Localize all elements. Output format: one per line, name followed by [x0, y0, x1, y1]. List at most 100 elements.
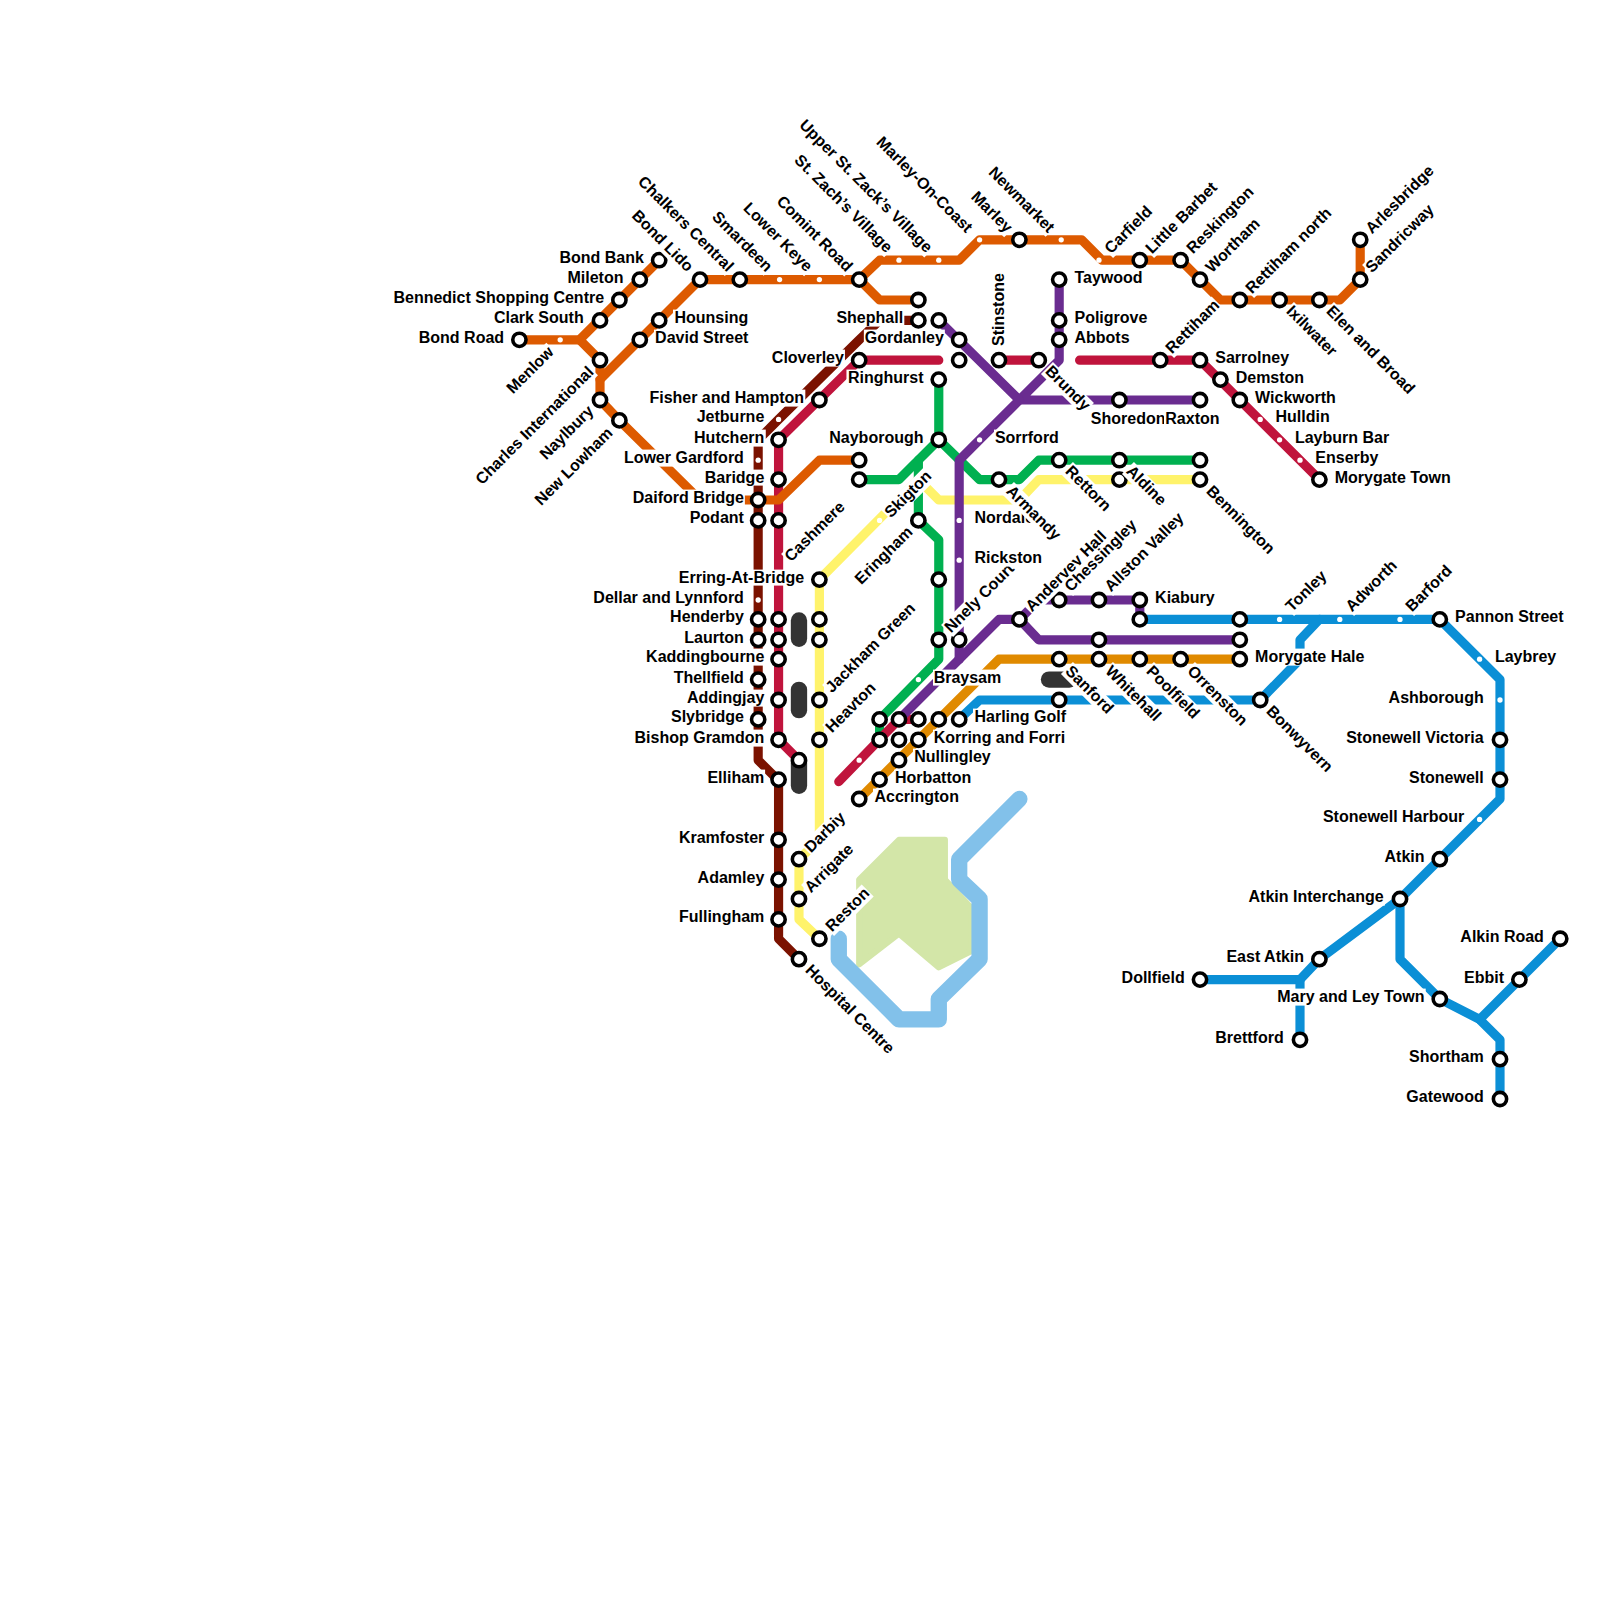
non-stop-marker [776, 417, 781, 422]
station-marker [752, 673, 765, 686]
station-label: Slybridge [670, 709, 745, 726]
station-marker [1053, 333, 1066, 346]
station-marker [792, 892, 805, 905]
non-stop-marker [1477, 657, 1482, 662]
station-label: Sarrolney [1214, 350, 1290, 367]
station-marker [932, 433, 945, 446]
station-label: Kiabury [1154, 590, 1216, 607]
station-marker [873, 733, 886, 746]
station-marker [932, 573, 945, 586]
station-marker [1193, 393, 1206, 406]
non-stop-marker [1277, 617, 1282, 622]
station-marker [1433, 613, 1446, 626]
station-marker [932, 314, 945, 327]
station-marker [752, 493, 765, 506]
station-marker [1113, 393, 1126, 406]
station-marker [792, 853, 805, 866]
station-label: Pannon Street [1454, 609, 1564, 626]
station-label: Shortham [1408, 1049, 1485, 1066]
non-stop-marker [1297, 458, 1302, 463]
station-marker [1233, 613, 1246, 626]
station-marker [853, 273, 866, 286]
station-marker [1493, 1092, 1506, 1105]
station-label: Dollfield [1121, 969, 1186, 986]
non-stop-marker [877, 518, 882, 523]
station-marker [953, 354, 966, 367]
station-marker [1193, 473, 1206, 486]
non-stop-marker [558, 337, 563, 342]
station-label: East Atkin [1225, 949, 1305, 966]
station-marker [853, 792, 866, 805]
station-marker [853, 354, 866, 367]
station-marker [653, 314, 666, 327]
station-marker [892, 713, 905, 726]
station-marker [1354, 233, 1367, 246]
interchange-link [791, 612, 807, 647]
station-marker [772, 653, 785, 666]
non-stop-marker [1277, 437, 1282, 442]
station-marker [1013, 233, 1026, 246]
non-stop-marker [817, 277, 822, 282]
station-label: Tonley [1282, 567, 1331, 616]
station-label: Enserby [1314, 450, 1379, 467]
station-label: Stinstone [991, 272, 1008, 347]
station-label: Alkin Road [1459, 928, 1545, 945]
station-marker [633, 333, 646, 346]
station-marker [1133, 254, 1146, 267]
station-label: Hounsing [673, 310, 749, 327]
station-label: Shephall [835, 310, 904, 327]
station-marker [1313, 293, 1326, 306]
station-marker [853, 454, 866, 467]
station-marker [1092, 633, 1105, 646]
station-label: Bond Bank [558, 250, 644, 267]
station-label: Baridge [704, 469, 766, 486]
station-marker [752, 514, 765, 527]
non-stop-marker [756, 458, 761, 463]
station-label: Ringhurst [847, 369, 925, 386]
station-marker [1092, 593, 1105, 606]
station-marker [1092, 653, 1105, 666]
station-marker [792, 953, 805, 966]
station-label: Lower Gardford [623, 450, 745, 467]
route-line [799, 480, 1200, 939]
non-stop-marker [1497, 697, 1502, 702]
station-marker [1233, 393, 1246, 406]
station-marker [1154, 354, 1167, 367]
station-label: Mileton [566, 269, 624, 286]
station-marker [873, 713, 886, 726]
station-label: Elliham [706, 769, 765, 786]
station-marker [772, 773, 785, 786]
station-label: Shoredon [1090, 411, 1167, 428]
station-label: Gordanley [864, 329, 945, 346]
station-label: Hutchern [693, 429, 765, 446]
non-stop-marker [1096, 258, 1101, 263]
station-marker [1013, 613, 1026, 626]
station-marker [912, 733, 925, 746]
station-label: Layburn Bar [1294, 429, 1390, 446]
station-marker [1313, 953, 1326, 966]
non-stop-marker [896, 258, 901, 263]
station-label: David Street [654, 329, 749, 346]
station-label: Nayborough [828, 429, 924, 446]
station-label: Abbots [1073, 329, 1130, 346]
station-label: Ashborough [1388, 690, 1485, 707]
non-stop-marker [1397, 617, 1402, 622]
station-label: Clark South [493, 310, 585, 327]
station-marker [772, 514, 785, 527]
station-label: Podant [689, 510, 745, 527]
station-label: Laurton [683, 629, 745, 646]
station-marker [813, 693, 826, 706]
station-marker [593, 393, 606, 406]
station-label: Fullingham [678, 909, 765, 926]
station-label: Lower Keye [739, 200, 816, 277]
station-marker [1113, 454, 1126, 467]
station-marker [1554, 932, 1567, 945]
station-label: Morygate Town [1334, 469, 1452, 486]
non-stop-marker [936, 258, 941, 263]
station-marker [873, 773, 886, 786]
station-label: Bennedict Shopping Centre [392, 290, 605, 307]
station-marker [912, 514, 925, 527]
station-marker [772, 473, 785, 486]
station-label: Aldine [1122, 462, 1170, 510]
station-marker [932, 713, 945, 726]
